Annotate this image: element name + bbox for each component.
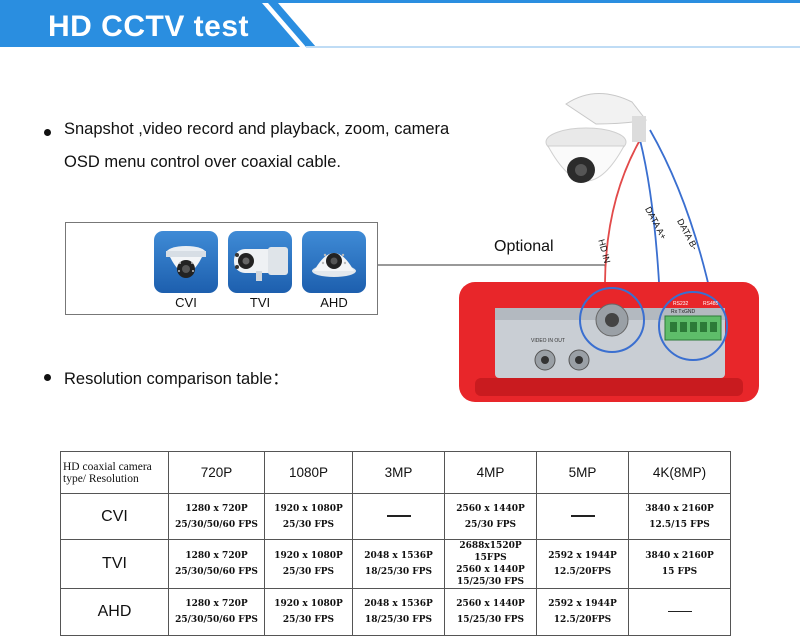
not-supported-dash <box>386 515 411 517</box>
cell-text: 25/30/50/60 FPS <box>175 519 258 530</box>
table-row: CVI 1280 x 720P 25/30/50/60 FPS 1920 x 1080… <box>60 493 731 540</box>
port-label-video: VIDEO IN OUT <box>531 338 565 344</box>
corner-text: type/ Resolution <box>63 472 139 485</box>
port-label-rs485: RS485 <box>703 301 719 307</box>
cell-text: 3840 x 2160P <box>645 503 714 514</box>
table-corner-header: HD coaxial camera type/ Resolution <box>60 451 169 494</box>
ptz-camera-icon <box>545 93 647 183</box>
cell-text: 1920 x 1080P <box>274 551 343 561</box>
table-cell: 1280 x 720P 25/30/50/60 FPS <box>168 493 265 540</box>
dome-camera-icon <box>302 231 366 293</box>
port-label-rs232: RS232 <box>673 301 689 307</box>
banner-shape <box>0 0 800 48</box>
cell-text: 2560 x 1440P <box>456 599 525 609</box>
not-supported-dash <box>667 610 692 613</box>
cell-text: 25/30 FPS <box>282 615 335 625</box>
column-header: 4MP <box>444 451 537 494</box>
corner-text: HD coaxial camera <box>63 460 152 473</box>
cell-text: 25/30 FPS <box>282 519 335 530</box>
row-header: CVI <box>60 493 169 540</box>
resolution-heading: Resolution comparison table： <box>64 370 289 388</box>
cable-label-data-b: DATA B- <box>675 217 700 252</box>
camera-item-tvi: TVI <box>228 231 292 310</box>
camera-item-cvi: CVI <box>154 231 218 310</box>
header-banner: HD CCTV test <box>0 0 800 60</box>
row-header: AHD <box>60 588 169 636</box>
cell-text: 15/25/30 FPS <box>457 615 524 625</box>
table-cell: 1920 x 1080P 25/30 FPS <box>264 588 353 636</box>
table-cell: 2048 x 1536P 18/25/30 FPS <box>352 588 445 636</box>
tester-device <box>459 282 759 402</box>
table-cell <box>628 588 731 636</box>
column-header: 720P <box>168 451 265 494</box>
camera-item-ahd: AHD <box>302 231 366 310</box>
table-cell: 2592 x 1944P 12.5/20FPS <box>536 539 629 589</box>
table-cell: 2560 x 1440P 15/25/30 FPS <box>444 588 537 636</box>
table-cell: 1280 x 720P 25/30/50/60 FPS <box>168 539 265 589</box>
cell-text: 1280 x 720P <box>185 503 248 514</box>
cell-text: 3840 x 2160P <box>645 551 714 561</box>
port-label-pins: Rx TxGND <box>671 309 696 315</box>
table-cell: 1920 x 1080P 25/30 FPS <box>264 493 353 540</box>
cell-text: 2592 x 1944P <box>548 551 617 561</box>
optional-label: Optional <box>494 238 554 255</box>
camera-label: AHD <box>320 295 348 310</box>
cell-text: 12.5/20FPS <box>553 615 612 625</box>
table-cell: 3840 x 2160P 15 FPS <box>628 539 731 589</box>
table-header-row: HD coaxial camera type/ Resolution 720P … <box>60 451 731 494</box>
camera-label: TVI <box>249 295 271 310</box>
cell-text: 12.5/20FPS <box>553 567 612 577</box>
cell-text: 1280 x 720P <box>185 599 248 609</box>
cell-text: 12.5/15 FPS <box>649 519 710 530</box>
bullet-camera-icon <box>228 231 292 293</box>
page-title: HD CCTV test <box>48 10 250 43</box>
column-header: 1080P <box>264 451 353 494</box>
cell-text: 25/30 FPS <box>282 567 335 577</box>
table-cell: 3840 x 2160P 12.5/15 FPS <box>628 493 731 540</box>
resolution-table: HD coaxial camera type/ Resolution 720P … <box>60 451 731 636</box>
cell-text: 15/25/30 FPS <box>457 577 524 587</box>
column-header: 5MP <box>536 451 629 494</box>
table-cell: 1280 x 720P 25/30/50/60 FPS <box>168 588 265 636</box>
cell-text: 2592 x 1944P <box>548 599 617 609</box>
cable-label-hd-in: HD IN <box>596 238 613 265</box>
cell-text: 25/30/50/60 FPS <box>175 615 258 625</box>
snapshot-text-line1: Snapshot ,video record and playback, zoo… <box>64 120 450 138</box>
cell-text: 2048 x 1536P <box>364 551 433 561</box>
table-row: AHD 1280 x 720P 25/30/50/60 FPS 1920 x 1080… <box>60 588 731 636</box>
snapshot-text-line2: OSD menu control over coaxial cable. <box>64 153 341 171</box>
camera-label: CVI <box>175 295 197 310</box>
camera-type-box: CVI TVI AHD <box>65 222 378 315</box>
cell-text: 25/30 FPS <box>464 519 517 530</box>
cell-text: 1280 x 720P <box>185 551 248 561</box>
column-header: 3MP <box>352 451 445 494</box>
row-header: TVI <box>60 539 169 589</box>
cell-text: 2560 x 1440P <box>456 565 525 575</box>
cable-label-data-a: DATA A+ <box>643 205 669 241</box>
bullet-dot <box>44 129 51 136</box>
table-cell <box>536 493 629 540</box>
table-cell: 2688x1520P 15FPS 2560 x 1440P 15/25/30 FPS <box>444 539 537 589</box>
not-supported-dash <box>570 515 595 517</box>
column-header: 4K(8MP) <box>628 451 731 494</box>
cell-text: 2048 x 1536P <box>364 599 433 609</box>
cell-text: 2560 x 1440P <box>456 503 525 514</box>
cell-text: 18/25/30 FPS <box>365 615 432 625</box>
cell-text: 25/30/50/60 FPS <box>175 567 258 577</box>
table-cell <box>352 493 445 540</box>
cell-text: 2688x1520P 15FPS <box>459 541 522 563</box>
table-cell: 2048 x 1536P 18/25/30 FPS <box>352 539 445 589</box>
table-cell: 1920 x 1080P 25/30 FPS <box>264 539 353 589</box>
bullet-dot <box>44 374 51 381</box>
dome-camera-icon <box>154 231 218 293</box>
table-row: TVI 1280 x 720P 25/30/50/60 FPS 1920 x 1080… <box>60 539 731 589</box>
table-cell: 2592 x 1944P 12.5/20FPS <box>536 588 629 636</box>
table-cell: 2560 x 1440P 25/30 FPS <box>444 493 537 540</box>
cell-text: 1920 x 1080P <box>274 503 343 514</box>
cell-text: 1920 x 1080P <box>274 599 343 609</box>
cell-text: 18/25/30 FPS <box>365 567 432 577</box>
cell-text: 15 FPS <box>661 567 698 577</box>
